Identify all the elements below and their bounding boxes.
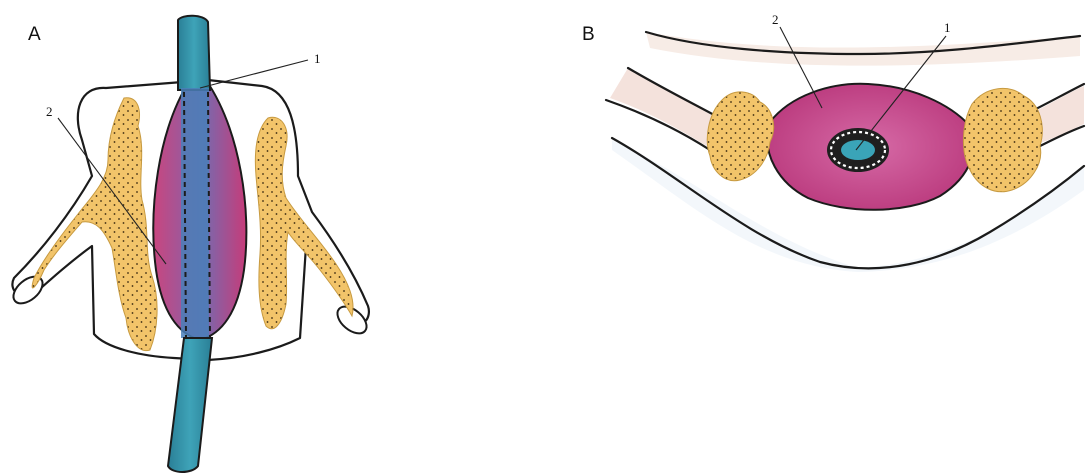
tube-lumen	[841, 140, 875, 160]
callout-b-2: 2	[772, 12, 779, 27]
panel-a: A 1 2	[9, 16, 372, 472]
leader-b-2	[780, 27, 822, 108]
panel-b: B 2 1	[582, 12, 1084, 272]
leader-a-1	[200, 60, 308, 88]
panel-a-letter: A	[28, 24, 41, 45]
callout-a-2: 2	[46, 104, 53, 119]
fat-deposit-b-left	[707, 92, 773, 181]
callout-b-1: 1	[944, 20, 951, 35]
fat-deposit-b-right	[963, 88, 1042, 191]
fat-deposit-right	[255, 117, 353, 328]
panel-b-letter: B	[582, 24, 595, 45]
tube-upper	[178, 16, 210, 90]
callout-a-1: 1	[314, 51, 321, 66]
skin-band-upper	[646, 32, 1080, 66]
fat-deposit-left	[32, 98, 157, 351]
